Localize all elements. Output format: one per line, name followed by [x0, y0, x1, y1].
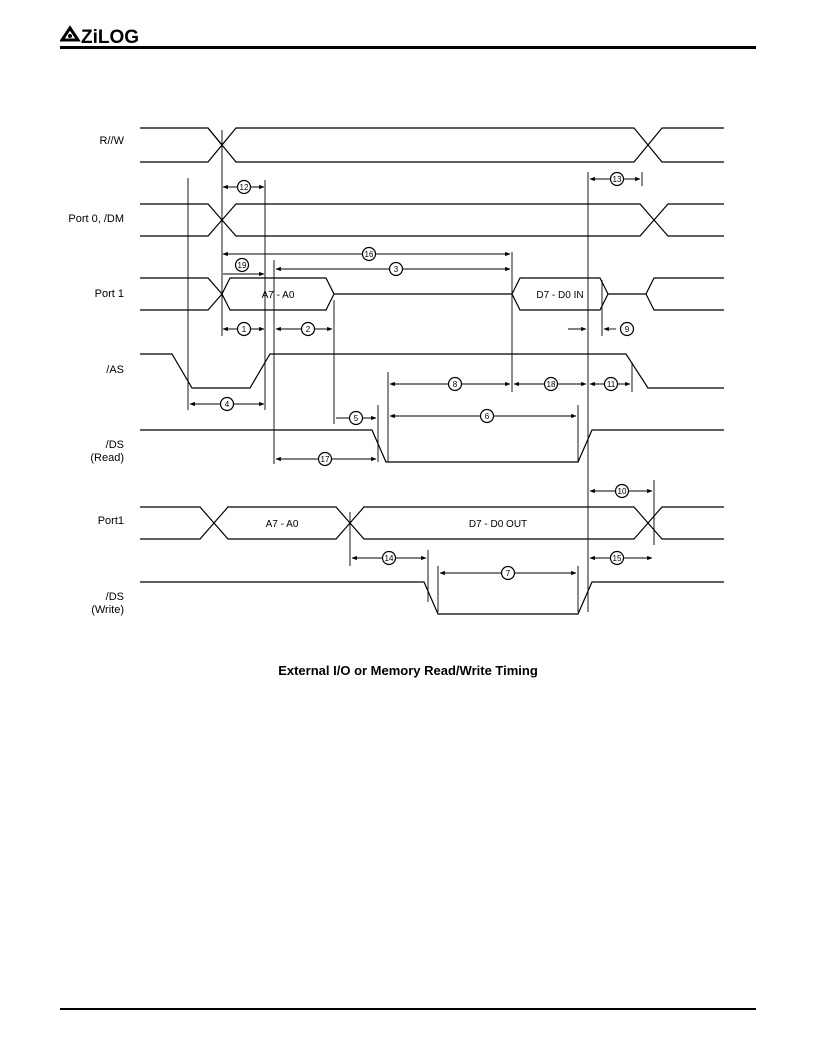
svg-text:1: 1: [242, 325, 247, 334]
waveform-ds-read: [140, 429, 724, 463]
marker-18: 18: [543, 376, 559, 392]
svg-text:5: 5: [354, 414, 359, 423]
waveform-rw: [140, 127, 724, 163]
marker-19: 19: [234, 257, 250, 273]
marker-11: 11: [603, 376, 619, 392]
zilog-logo: ZiLOG: [59, 24, 150, 48]
marker-9: 9: [619, 321, 635, 337]
svg-text:3: 3: [394, 265, 399, 274]
figure-caption: External I/O or Memory Read/Write Timing: [278, 663, 538, 678]
marker-5: 5: [348, 410, 364, 426]
waveform-as: [140, 353, 724, 389]
waveform-port1: A7 - A0 D7 - D0 IN: [140, 277, 724, 311]
marker-12: 12: [236, 179, 252, 195]
svg-text:14: 14: [385, 554, 394, 563]
svg-text:6: 6: [485, 412, 490, 421]
signal-label-ds-write: /DS: [106, 591, 124, 603]
footer-rule: [60, 1008, 756, 1010]
waveform-port0-dm: [140, 203, 724, 237]
bus-label-port1-data-in: D7 - D0 IN: [536, 290, 583, 301]
signal-label-ds-read: /DS: [106, 439, 124, 451]
svg-text:16: 16: [365, 250, 374, 259]
zilog-logo-mark: ZiLOG: [59, 25, 139, 48]
svg-text:15: 15: [613, 554, 622, 563]
marker-labels: 12 13 16 19 3 1 2 9 8 18 11 4 5 6 17 10 …: [219, 171, 635, 581]
marker-1: 1: [236, 321, 252, 337]
reference-lines: [187, 130, 655, 612]
svg-text:7: 7: [506, 569, 511, 578]
waveform-ds-write: [140, 581, 724, 615]
marker-8: 8: [447, 376, 463, 392]
bus-label-port1-addr: A7 - A0: [262, 290, 295, 301]
marker-10: 10: [614, 483, 630, 499]
marker-13: 13: [609, 171, 625, 187]
svg-text:18: 18: [547, 380, 556, 389]
signal-sub-ds-read: (Read): [90, 452, 124, 464]
svg-text:19: 19: [238, 261, 247, 270]
signal-label-port0-dm: Port 0, /DM: [68, 213, 124, 225]
waveform-port1-write: A7 - A0 D7 - D0 OUT: [140, 506, 724, 540]
svg-text:10: 10: [618, 487, 627, 496]
svg-text:11: 11: [607, 380, 616, 389]
signal-label-rw: R//W: [100, 135, 125, 147]
bus-label-port1w-addr: A7 - A0: [266, 519, 299, 530]
signal-label-port1-write: Port1: [98, 515, 124, 527]
logo-text: ZiLOG: [81, 27, 139, 46]
svg-text:17: 17: [321, 455, 330, 464]
timing-arrows: [189, 176, 653, 576]
marker-16: 16: [361, 246, 377, 262]
marker-14: 14: [381, 550, 397, 566]
marker-4: 4: [219, 396, 235, 412]
svg-text:13: 13: [613, 175, 622, 184]
svg-text:8: 8: [453, 380, 458, 389]
signal-sub-ds-write: (Write): [91, 604, 124, 616]
marker-3: 3: [388, 261, 404, 277]
marker-7: 7: [500, 565, 516, 581]
header-rule: [60, 46, 756, 49]
svg-text:4: 4: [225, 400, 230, 409]
marker-2: 2: [300, 321, 316, 337]
signal-label-as: /AS: [106, 364, 124, 376]
svg-text:2: 2: [306, 325, 311, 334]
marker-6: 6: [479, 408, 495, 424]
marker-17: 17: [317, 451, 333, 467]
signal-label-port1: Port 1: [95, 288, 124, 300]
svg-text:9: 9: [625, 325, 630, 334]
bus-label-port1w-data-out: D7 - D0 OUT: [469, 519, 527, 530]
marker-15: 15: [609, 550, 625, 566]
svg-text:12: 12: [240, 183, 249, 192]
